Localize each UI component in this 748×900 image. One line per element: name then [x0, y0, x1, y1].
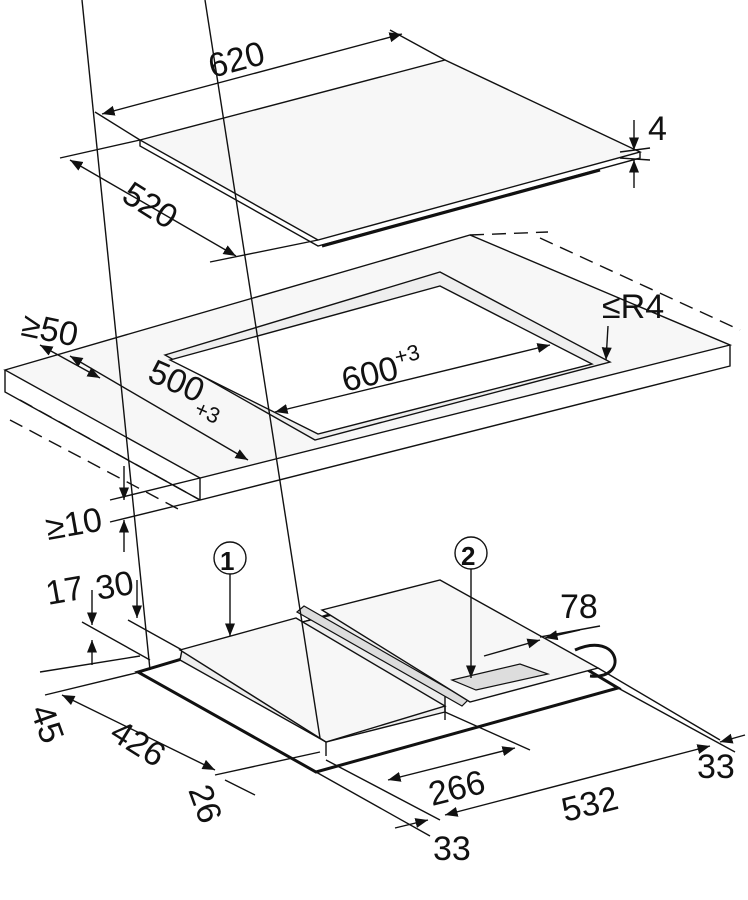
- dim-33-right: 33: [697, 748, 735, 786]
- dim-min-thickness: ≥10: [43, 501, 105, 548]
- dim-corner-radius: ≤R4: [602, 288, 664, 326]
- dim-33-bottom: 33: [433, 830, 471, 868]
- dim-depth-520: 520: [116, 175, 184, 237]
- dim-426: 426: [104, 713, 172, 775]
- dim-cutout-width-tolerance: +3: [392, 339, 422, 369]
- dim-edge-distance: ≥50: [18, 306, 81, 355]
- connection-box: [450, 663, 551, 691]
- power-cable: [574, 643, 617, 678]
- dimension-line-600: [274, 343, 551, 414]
- glass-plate: [138, 59, 643, 241]
- dim-26: 26: [180, 780, 229, 829]
- hob-glass-top: 620 520 4: [59, 29, 667, 263]
- dim-532: 532: [558, 779, 622, 830]
- dimension-line-500: [69, 355, 249, 461]
- dim-thickness-4: 4: [648, 110, 667, 148]
- countertop-cutout: ≥50 ≤R4 600+3 500+3 ≥10: [3, 231, 741, 552]
- dimension-line-620: [101, 32, 403, 116]
- dim-17: 17: [43, 569, 87, 613]
- callout-1: 1: [220, 546, 234, 576]
- dim-30: 30: [93, 564, 137, 608]
- dimension-line-520: [69, 159, 237, 257]
- dim-45: 45: [22, 700, 71, 749]
- callout-2: 2: [461, 541, 475, 571]
- dim-78: 78: [560, 588, 598, 626]
